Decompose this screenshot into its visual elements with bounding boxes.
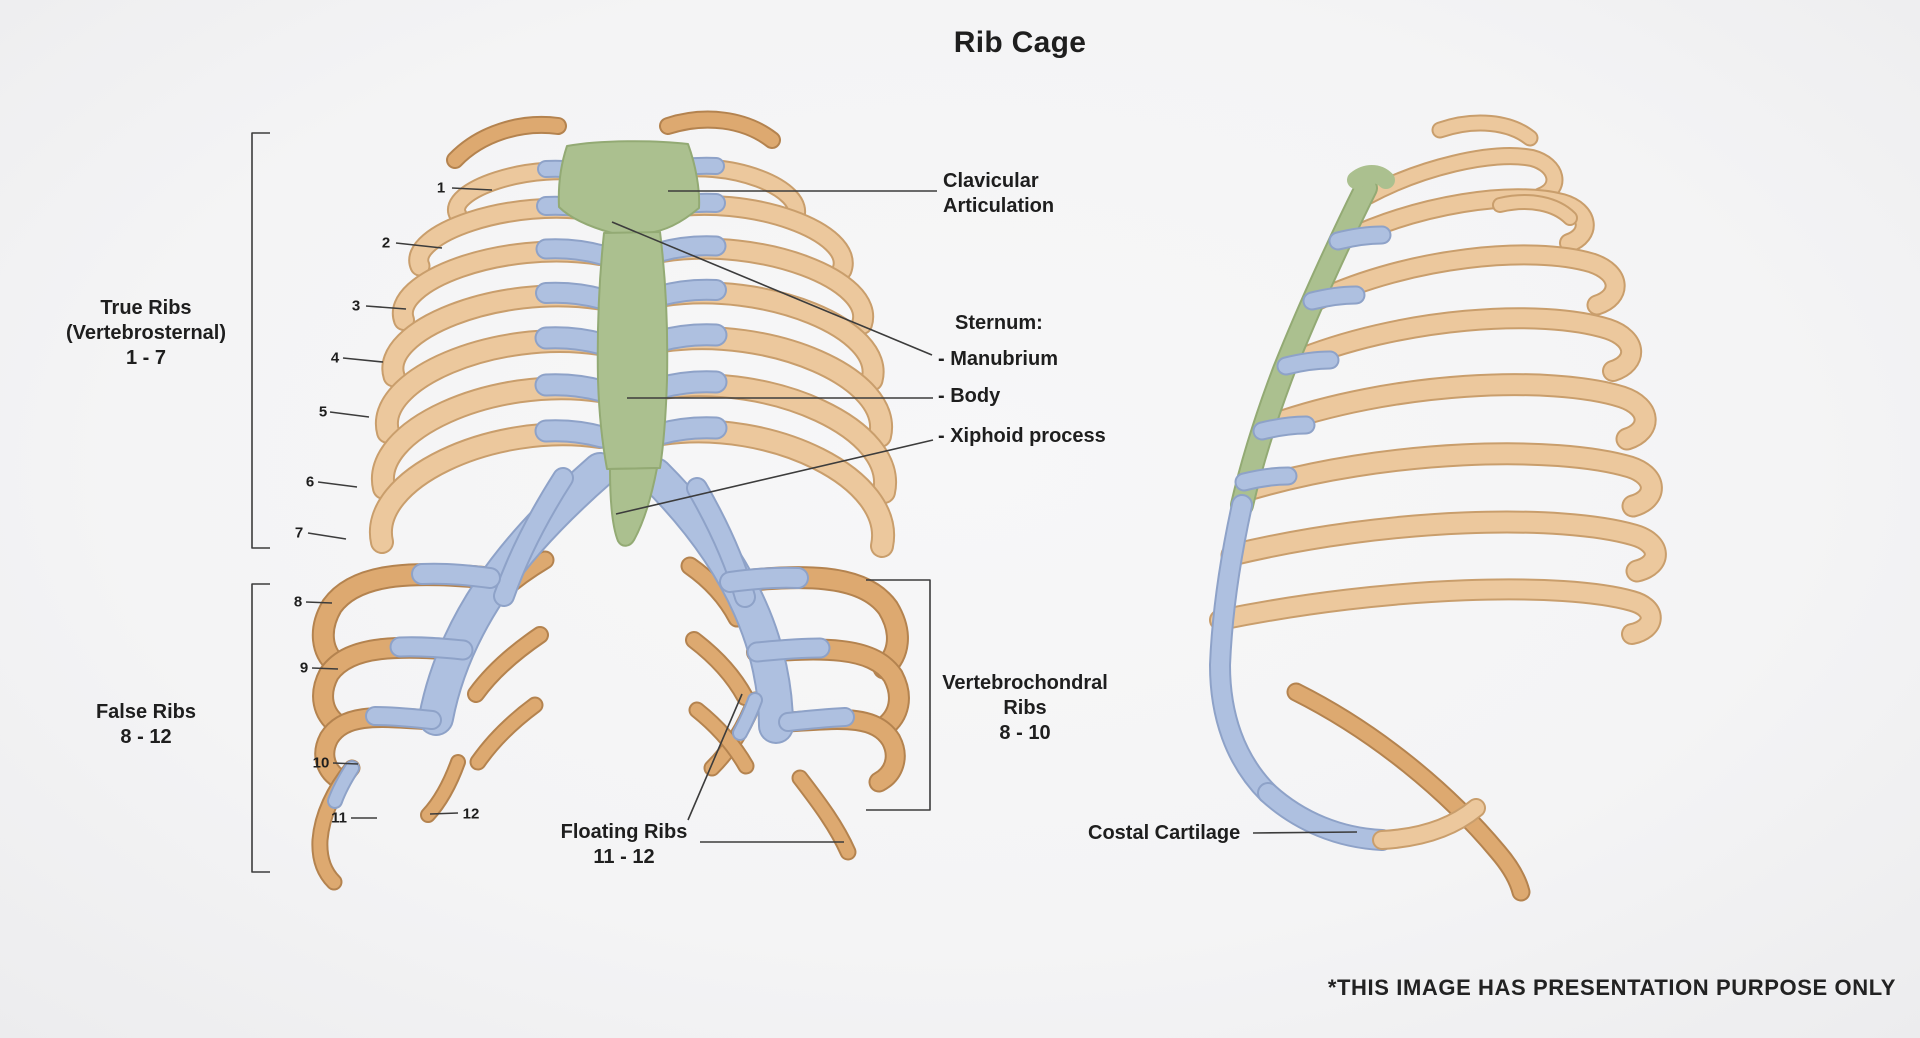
label-true-ribs: True Ribs (Vertebrosternal) 1 - 7 <box>56 296 236 371</box>
leader-line <box>305 601 333 604</box>
bracket-true-ribs <box>251 132 270 549</box>
rib-number-label: 12 <box>462 805 480 823</box>
leader-line <box>311 667 339 670</box>
label-clavicular-articulation: Clavicular Articulation <box>943 169 1054 219</box>
disclaimer-text: *THIS IMAGE HAS PRESENTATION PURPOSE ONL… <box>1327 975 1896 1000</box>
rib-number-label: 6 <box>305 473 315 491</box>
leader-line <box>395 242 443 249</box>
rib-number-label: 8 <box>293 593 303 611</box>
leader-line <box>365 305 407 310</box>
false-ribs-line-1: False Ribs <box>95 701 197 723</box>
false-ribs-line-2: 8 - 12 <box>120 726 172 748</box>
label-sternum-heading: Sternum: <box>955 312 1043 334</box>
bracket-false-ribs <box>251 583 270 873</box>
true-ribs-line-1: True Ribs <box>100 297 192 319</box>
floating-ribs-line-2: 11 - 12 <box>593 846 655 868</box>
leader-line <box>451 187 493 191</box>
leader-line <box>611 221 933 356</box>
rib-number-label: 3 <box>351 297 361 315</box>
rib-number-label: 5 <box>318 403 328 421</box>
page-title: Rib Cage <box>953 26 1087 59</box>
label-costal-cartilage: Costal Cartilage <box>1088 822 1241 844</box>
rib-number-label: 11 <box>331 809 347 827</box>
label-vertebrochondral-ribs: Vertebrochondral Ribs 8 - 10 <box>935 671 1115 746</box>
lateral-ribcage-illustration <box>1209 114 1667 902</box>
label-body: - Body <box>938 385 1001 407</box>
bracket-vertebrochondral-ribs <box>866 579 931 811</box>
rib-number-label: 7 <box>294 524 304 542</box>
vertebrochondral-line-1: Vertebrochondral <box>942 672 1108 694</box>
label-false-ribs: False Ribs 8 - 12 <box>56 700 236 750</box>
rib-number-label: 4 <box>330 349 340 367</box>
label-xiphoid-process: - Xiphoid process <box>938 425 1106 447</box>
rib-number-label: 2 <box>381 234 391 252</box>
leader-line <box>429 812 459 815</box>
label-floating-ribs: Floating Ribs 11 - 12 <box>534 820 714 870</box>
leader-line <box>1252 831 1358 834</box>
true-ribs-line-2: (Vertebrosternal) <box>65 322 227 344</box>
leader-line <box>332 762 359 765</box>
leader-lines-and-brackets <box>251 132 1358 873</box>
clavicular-line-2: Articulation <box>943 195 1055 217</box>
label-manubrium: - Manubrium <box>938 348 1058 370</box>
leader-line <box>329 411 370 418</box>
vertebrochondral-line-2: Ribs <box>1003 697 1047 719</box>
rib-number-label: 9 <box>299 659 309 677</box>
anterior-ribcage-illustration <box>311 110 910 891</box>
floating-ribs-line-1: Floating Ribs <box>560 821 688 843</box>
clavicular-line-1: Clavicular <box>943 170 1039 192</box>
rib-number-label: 1 <box>436 179 446 197</box>
vertebrochondral-line-3: 8 - 10 <box>999 722 1051 744</box>
leader-line <box>342 357 384 363</box>
leader-line <box>317 481 358 488</box>
leader-line <box>687 693 743 821</box>
leader-line <box>307 532 347 540</box>
leader-line <box>615 439 934 515</box>
true-ribs-line-3: 1 - 7 <box>125 347 167 369</box>
rib-number-label: 10 <box>312 754 330 772</box>
